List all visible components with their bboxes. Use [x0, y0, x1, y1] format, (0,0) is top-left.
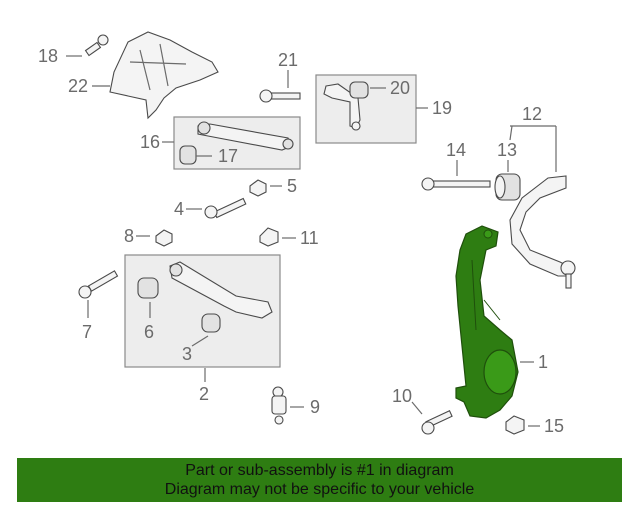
part-21-bolt[interactable]	[259, 89, 301, 103]
callout-11: 11	[300, 228, 319, 248]
part-15-nut[interactable]	[505, 415, 525, 435]
part-2-arm-assembly[interactable]	[124, 254, 281, 368]
banner-line-1: Part or sub-assembly is #1 in diagram	[185, 462, 454, 479]
part-7-bolt[interactable]	[78, 270, 119, 299]
notice-banner: Part or sub-assembly is #1 in diagram Di…	[17, 458, 622, 502]
callout-19: 19	[432, 98, 452, 118]
parts-diagram: 18 22 16 17 21 20 19 14 13 12 5 4 8 11 7…	[38, 31, 576, 436]
part-9-ball-joint[interactable]	[271, 386, 287, 425]
part-11-nut[interactable]	[259, 227, 279, 247]
callout-15: 15	[544, 416, 564, 436]
callout-3: 3	[182, 344, 192, 364]
part-8-nut[interactable]	[155, 229, 173, 247]
callout-5: 5	[287, 176, 297, 196]
callout-1: 1	[538, 352, 548, 372]
callout-7: 7	[82, 322, 92, 342]
callout-labels: 18 22 16 17 21 20 19 14 13 12 5 4 8 11 7…	[38, 46, 564, 436]
part-14-bolt[interactable]	[421, 177, 491, 191]
callout-12: 12	[522, 104, 542, 124]
part-22-bracket[interactable]	[109, 31, 219, 120]
callout-13: 13	[497, 140, 517, 160]
callout-4: 4	[174, 199, 184, 219]
part-13-bushing[interactable]	[494, 173, 521, 201]
callout-22: 22	[68, 76, 88, 96]
part-1-steering-knuckle[interactable]	[455, 225, 519, 419]
part-19-arm-assembly[interactable]	[315, 74, 417, 144]
callout-8: 8	[124, 226, 134, 246]
callout-6: 6	[144, 322, 154, 342]
callout-14: 14	[446, 140, 466, 160]
part-12-control-arm[interactable]	[509, 175, 576, 289]
callout-20: 20	[390, 78, 410, 98]
callout-10: 10	[392, 386, 412, 406]
part-5-nut[interactable]	[249, 179, 267, 197]
part-16-arm-assembly[interactable]	[173, 116, 301, 170]
part-18-bolt[interactable]	[84, 34, 109, 57]
callout-17: 17	[218, 146, 238, 166]
callout-21: 21	[278, 50, 298, 70]
callout-18: 18	[38, 46, 58, 66]
part-10-bolt[interactable]	[421, 410, 453, 435]
leader-lines	[66, 55, 557, 427]
part-4-bolt[interactable]	[204, 197, 247, 219]
callout-2: 2	[199, 384, 209, 404]
callout-9: 9	[310, 397, 320, 417]
banner-line-2: Diagram may not be specific to your vehi…	[164, 481, 475, 498]
callout-16: 16	[140, 132, 160, 152]
